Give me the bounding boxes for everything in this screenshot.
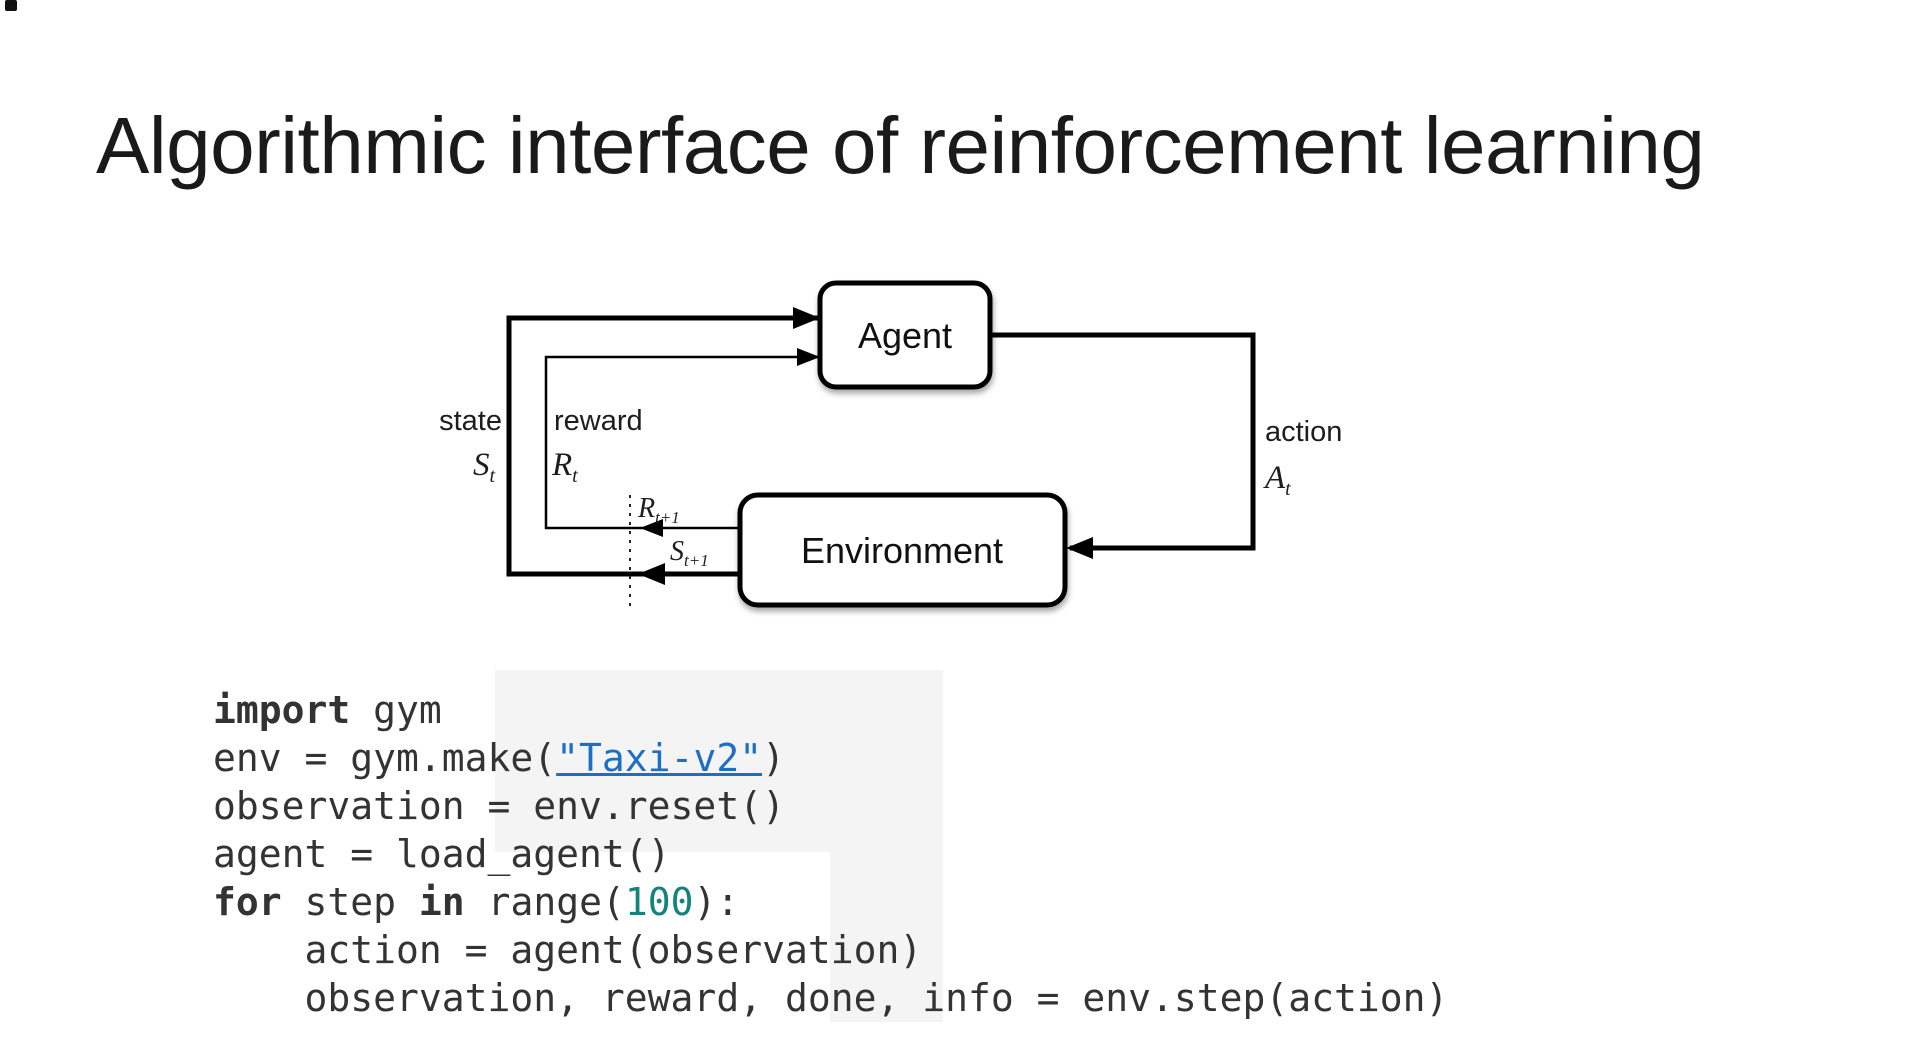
code-token: import	[213, 688, 351, 732]
code-token: env = gym.make(	[213, 736, 557, 780]
code-line: observation, reward, done, info = env.st…	[213, 974, 1449, 1022]
corner-artifact	[5, 0, 17, 11]
code-token: observation = env.reset()	[213, 784, 785, 828]
state-label: state	[439, 405, 502, 437]
code-line: env = gym.make("Taxi-v2")	[213, 734, 1448, 782]
state-arrowhead-icon	[793, 307, 820, 329]
code-line: for step in range(100):	[213, 878, 1448, 926]
environment-label: Environment	[801, 530, 1003, 571]
code-token: agent = load_agent()	[213, 832, 671, 876]
taxi-v2-link[interactable]: "Taxi-v2"	[556, 736, 763, 780]
code-token: )	[762, 736, 785, 780]
code-token: step	[281, 880, 419, 924]
action-line	[990, 332, 1256, 551]
state-line	[506, 315, 820, 577]
reward-label: reward	[554, 405, 643, 437]
code-token: ):	[693, 880, 740, 924]
state-symbol: St	[473, 447, 496, 487]
agent-box	[817, 280, 993, 390]
code-line: action = agent(observation)	[213, 926, 1448, 974]
code-token: action = agent(observation)	[213, 928, 923, 972]
action-symbol: At	[1263, 460, 1291, 500]
code-token: for	[213, 880, 282, 924]
next-state-arrowhead-icon	[638, 563, 665, 585]
next-reward-symbol: Rt+1	[637, 493, 680, 527]
next-reward-arrowhead-icon	[640, 519, 663, 537]
code-token: 100	[624, 880, 694, 924]
code-token: gym	[350, 688, 442, 732]
environment-box	[737, 492, 1068, 608]
code-token: observation, reward, done, info = env.st…	[213, 976, 1449, 1020]
code-background-right	[830, 670, 943, 1022]
agent-label: Agent	[858, 315, 952, 356]
next-state-symbol: St+1	[670, 536, 709, 570]
rl-loop-diagram: Agent Environment state St reward Rt act…	[439, 280, 1342, 610]
code-line: import gym	[213, 686, 1448, 734]
reward-symbol: Rt	[551, 447, 578, 487]
code-token: range(	[464, 880, 625, 924]
action-arrowhead-icon	[1066, 537, 1093, 559]
code-token: in	[418, 880, 465, 924]
slide-title: Algorithmic interface of reinforcement l…	[96, 100, 1705, 190]
reward-arrowhead-icon	[797, 348, 820, 366]
action-label: action	[1265, 416, 1342, 448]
code-line: agent = load_agent()	[213, 830, 1448, 878]
code-line: observation = env.reset()	[213, 782, 1448, 830]
